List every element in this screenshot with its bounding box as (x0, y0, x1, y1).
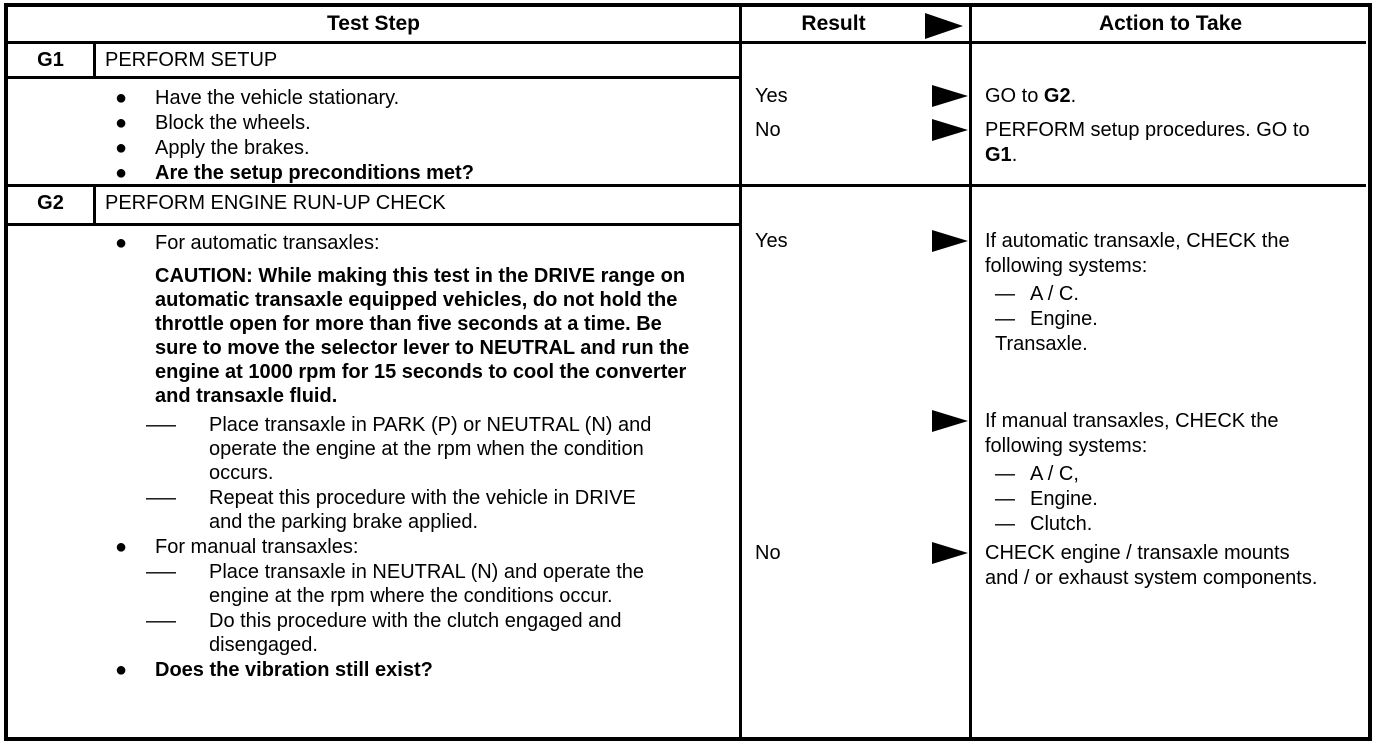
result-label: No (755, 119, 781, 141)
result-label: Yes (755, 85, 788, 107)
arrow-icon (932, 85, 968, 107)
g2-title-bottom-rule (8, 223, 739, 226)
sub-list-item-text: Engine. (1030, 488, 1098, 510)
list-item-text: Have the vehicle stationary. (155, 87, 400, 109)
sub-list-item: — Repeat this procedure with the vehicle… (146, 486, 739, 534)
result-label: No (755, 542, 781, 564)
action-text: If manual transaxles, CHECK the followin… (985, 409, 1325, 537)
step-id-g2: G2 (37, 192, 64, 214)
list-item-text: For automatic transaxles: (155, 232, 380, 254)
list-item: ● Does the vibration still exist? (115, 658, 739, 682)
g1-title-bottom-rule (8, 76, 739, 79)
sub-list-item-text: Place transaxle in PARK (P) or NEUTRAL (… (209, 414, 652, 484)
arrow-icon (932, 542, 968, 564)
sub-list-item: — A / C. (995, 282, 1325, 307)
list-item-text: Does the vibration still exist? (155, 659, 433, 681)
dash-icon: Transaxle. (995, 333, 1088, 355)
sub-list-item-text: A / C. (1030, 283, 1079, 305)
step-id-g1: G1 (37, 49, 64, 71)
g2-test-step-details: ● For automatic transaxles: CAUTION: Whi… (8, 230, 739, 735)
step-boundary-rule (8, 184, 1366, 187)
action-suffix: . (1011, 144, 1018, 166)
bullet-icon: ● (115, 232, 128, 254)
sub-list-item-text: Repeat this procedure with the vehicle i… (209, 487, 636, 533)
dash-icon: — (146, 561, 176, 583)
sub-list-item-text: Place transaxle in NEUTRAL (N) and opera… (209, 561, 645, 607)
list-item: ● Are the setup preconditions met? (115, 161, 739, 185)
g1-id-divider (93, 44, 96, 76)
header-bottom-rule (8, 41, 1366, 44)
dash-icon: — (995, 513, 1015, 535)
list-item: ● For manual transaxles: (115, 535, 739, 559)
action-step-ref: G2 (1043, 85, 1071, 107)
column-header-test-step: Test Step (327, 12, 420, 35)
action-suffix: . (1070, 85, 1077, 107)
list-item-text: For manual transaxles: (155, 536, 359, 558)
sub-list-item-text: Engine. (1030, 308, 1098, 330)
arrow-icon (925, 13, 963, 39)
result-label: Yes (755, 230, 788, 252)
bullet-icon: ● (115, 162, 128, 184)
list-item-text: Are the setup preconditions met? (155, 162, 474, 184)
action-intro: If manual transaxles, CHECK the followin… (985, 410, 1279, 457)
action-text: CHECK engine / transaxle mounts and / or… (985, 542, 1318, 589)
sub-list-item-text: Clutch. (1030, 513, 1093, 535)
action-prefix: PERFORM setup procedures. GO to (985, 119, 1310, 141)
sub-list-item: — Place transaxle in NEUTRAL (N) and ope… (146, 560, 739, 608)
g2-result-action-area: Yes If automatic transaxle, CHECK the fo… (742, 187, 1369, 735)
list-item-text: Block the wheels. (155, 112, 311, 134)
sub-list-item: — A / C, (995, 462, 1325, 487)
bullet-icon: ● (115, 87, 128, 109)
list-item: ● Block the wheels. (115, 111, 739, 135)
action-prefix: GO to (985, 85, 1044, 107)
dash-icon: — (146, 487, 176, 509)
divider-result-action (969, 7, 972, 737)
list-item: ● Have the vehicle stationary. (115, 86, 739, 110)
action-intro: If automatic transaxle, CHECK the follow… (985, 230, 1290, 277)
column-header-action-to-take: Action to Take (1098, 12, 1243, 35)
dash-icon: — (995, 488, 1015, 510)
arrow-icon (932, 410, 968, 432)
sub-list-item: — Engine. (995, 487, 1325, 512)
g2-id-divider (93, 187, 96, 223)
action-text: PERFORM setup procedures. GO to G1. (985, 118, 1315, 168)
action-text: GO to G2. (985, 84, 1315, 109)
sub-list-item: Transaxle. (995, 332, 1325, 357)
bullet-icon: ● (115, 536, 128, 558)
sub-list-item: — Do this procedure with the clutch enga… (146, 609, 739, 657)
sub-list-item-text: Do this procedure with the clutch engage… (209, 610, 622, 656)
bullet-icon: ● (115, 659, 128, 681)
action-sub-list: — A / C, — Engine. — Clutch. (985, 462, 1325, 537)
caution-paragraph: CAUTION: While making this test in the D… (155, 265, 690, 407)
action-text: If automatic transaxle, CHECK the follow… (985, 229, 1325, 357)
sub-list-item-text: A / C, (1030, 463, 1079, 485)
sub-list-item: — Engine. (995, 307, 1325, 332)
dash-icon: — (146, 610, 176, 632)
sub-list-item: — Clutch. (995, 512, 1325, 537)
step-title-g2: PERFORM ENGINE RUN-UP CHECK (105, 192, 446, 214)
action-step-ref: G1 (985, 144, 1012, 166)
arrow-icon (932, 119, 968, 141)
arrow-icon (932, 230, 968, 252)
action-sub-list: — A / C. — Engine. Transaxle. (985, 282, 1325, 357)
dash-icon: — (995, 283, 1015, 305)
bullet-icon: ● (115, 112, 128, 134)
bullet-icon: ● (115, 137, 128, 159)
sub-list-item: — Place transaxle in PARK (P) or NEUTRAL… (146, 413, 739, 485)
dash-icon: — (995, 463, 1015, 485)
step-title-g1: PERFORM SETUP (105, 49, 278, 71)
dash-icon: — (146, 414, 176, 436)
column-header-result: Result (801, 12, 866, 35)
list-item-text: Apply the brakes. (155, 137, 310, 159)
table-outer-border (4, 3, 1372, 741)
list-item: ● For automatic transaxles: (115, 231, 739, 255)
list-item: ● Apply the brakes. (115, 136, 739, 160)
dash-icon: — (995, 308, 1015, 330)
g1-result-action-area: Yes GO to G2. No PERFORM setup procedure… (742, 44, 1369, 184)
divider-teststep-result (739, 7, 742, 737)
g1-test-step-details: ● Have the vehicle stationary. ● Block t… (8, 85, 739, 185)
